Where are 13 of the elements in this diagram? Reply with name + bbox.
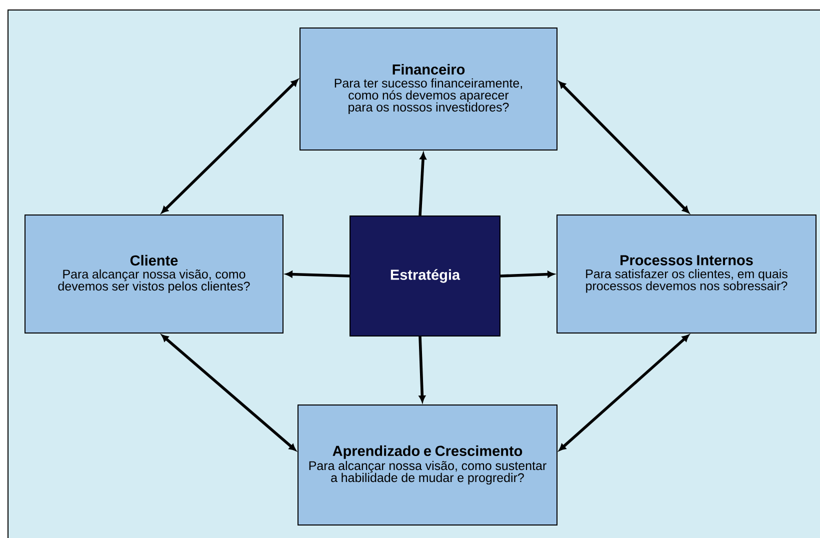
perspective-box: Financeiro Para ter sucesso financeiramente, como nós devemos aparecer para os nossos investidores? <box>300 28 558 150</box>
strategy-box: Estratégia <box>350 216 500 336</box>
arrow <box>162 334 296 451</box>
arrow <box>558 81 690 214</box>
perspective-box: Processos Internos Para satisfazer os clientes, em quais processos devemos nos sobressair? <box>556 214 816 334</box>
perspective-box: Aprendizado e Crescimento Para alcançar nossa visão, como sustentar a habilidade de mudar e progredir? <box>298 404 558 526</box>
perspective-box: Cliente Para alcançar nossa visão, como devemos ser vistos pelos clientes? <box>24 214 284 334</box>
arrow <box>161 79 298 214</box>
arrow <box>418 152 426 216</box>
arrow <box>418 336 426 402</box>
arrow <box>558 334 690 451</box>
arrow <box>500 271 554 278</box>
arrow <box>286 271 350 278</box>
